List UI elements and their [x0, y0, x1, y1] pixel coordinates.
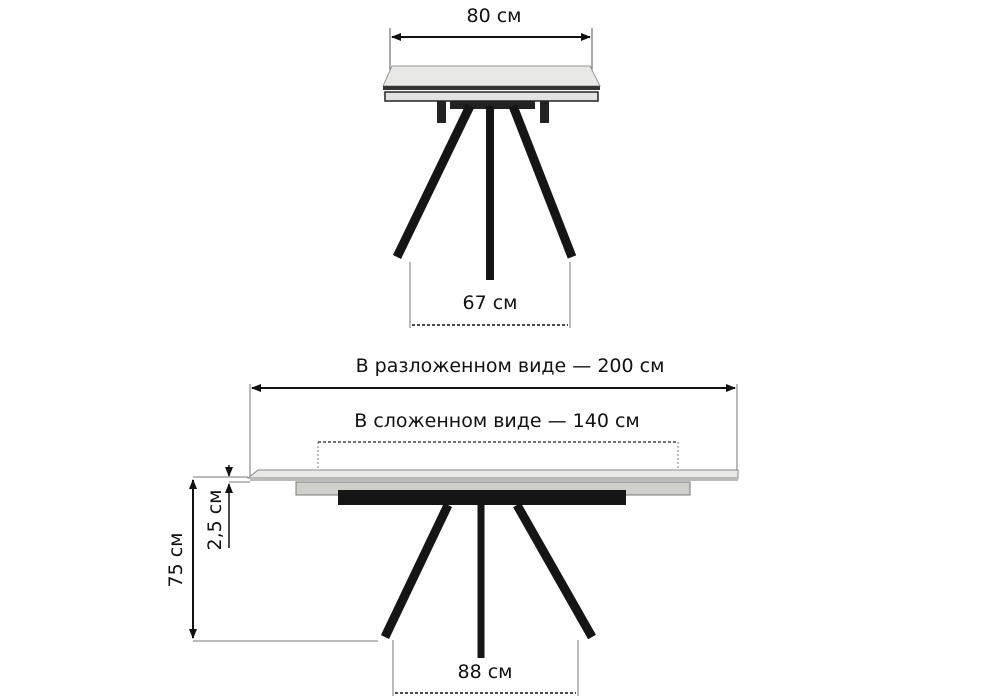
extended-length-label: В разложенном виде — 200 см	[356, 355, 665, 377]
width-label: 80 см	[467, 5, 522, 27]
leg	[513, 502, 596, 640]
tabletop	[382, 65, 601, 87]
thickness-label: 2,5 см	[204, 489, 226, 550]
mechanism-bracket	[540, 101, 549, 123]
leg	[508, 104, 577, 259]
underframe	[450, 101, 535, 109]
leg	[392, 104, 475, 259]
mechanism-bracket	[437, 101, 446, 123]
underframe-beam	[338, 490, 626, 505]
leg	[380, 503, 453, 639]
tabletop-edge	[383, 86, 600, 90]
side-view-table: В разложенном виде — 200 см В сложенном …	[165, 355, 739, 696]
tabletop-lower-layer	[384, 91, 599, 102]
side-leg-span-label: 88 см	[458, 661, 513, 683]
tabletop	[246, 469, 739, 479]
folded-length-label: В сложенном виде — 140 см	[354, 410, 639, 432]
height-label: 75 см	[165, 533, 187, 588]
top-leg-span-label: 67 см	[463, 292, 518, 314]
tabletop-edge	[250, 478, 738, 481]
top-view-table: 80 см 67 см	[382, 5, 601, 328]
